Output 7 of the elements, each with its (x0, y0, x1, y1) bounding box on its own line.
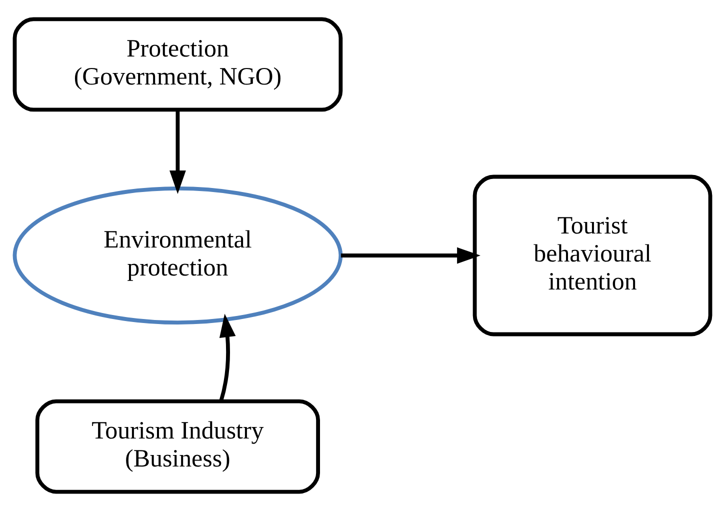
arrow (170, 110, 186, 194)
node-box: Tourist behavioural intention (472, 174, 712, 336)
arrow (219, 313, 236, 402)
node-ellipse: Environmental protection (12, 186, 343, 324)
arrow (340, 246, 480, 264)
node-box: Tourism Industry (Business) (35, 398, 320, 494)
node-box: Protection (Government, NGO) (12, 16, 343, 112)
